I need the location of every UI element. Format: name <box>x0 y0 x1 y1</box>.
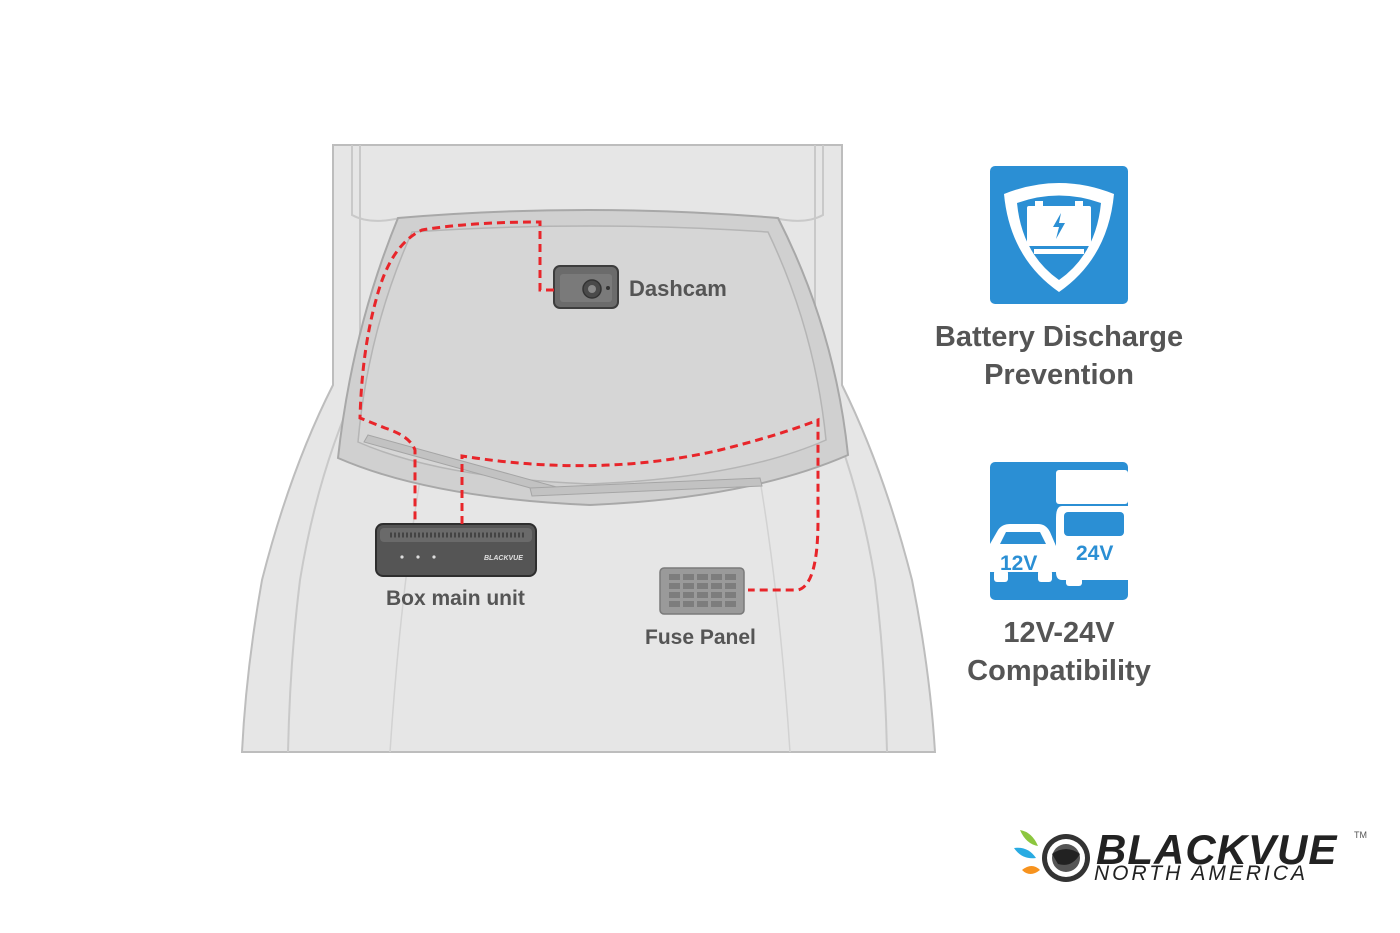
fuse-cell <box>669 601 680 607</box>
dashcam-label: Dashcam <box>629 276 727 301</box>
hood-line-left <box>389 479 421 753</box>
wire-dashcam <box>358 220 554 524</box>
box-main-unit-label: Box main unit <box>386 587 525 610</box>
battery-shield-icon <box>990 166 1128 304</box>
logo-trademark: TM <box>1354 830 1367 840</box>
fuse-cell <box>669 583 680 589</box>
fuse-cell <box>697 574 708 580</box>
car-a-pillar-right <box>774 145 824 222</box>
fuse-cell <box>683 583 694 589</box>
fuse-cell <box>725 592 736 598</box>
logo-subtitle: NORTH AMERICA <box>1094 862 1309 885</box>
fuse-cell <box>683 574 694 580</box>
voltage-feature-caption: 12V-24V Compatibility <box>909 614 1209 690</box>
fuse-cell <box>711 601 722 607</box>
wire-power <box>460 417 820 592</box>
fuse-cell <box>697 583 708 589</box>
fuse-cell <box>697 592 708 598</box>
fuse-cell <box>669 574 680 580</box>
dashcam-device <box>553 265 619 309</box>
fuse-cell <box>683 592 694 598</box>
windshield-inner <box>357 225 827 485</box>
voltage-feature-line2: Compatibility <box>967 655 1151 687</box>
fuse-cell <box>711 583 722 589</box>
hood-line-right <box>759 479 791 753</box>
car-a-pillar-left <box>351 145 401 222</box>
fuse-cell <box>725 601 736 607</box>
fuse-cell <box>697 601 708 607</box>
logo-wordmark: BLACKVUE <box>1096 826 1338 873</box>
battery-feature-caption: Battery Discharge Prevention <box>909 318 1209 394</box>
fuse-cell <box>669 592 680 598</box>
fuse-cell <box>725 583 736 589</box>
battery-feature-line2: Prevention <box>984 359 1134 391</box>
battery-feature-line1: Battery Discharge <box>934 321 1184 353</box>
badge-24v: 24V <box>1076 542 1113 565</box>
box-main-unit-device: BLACKVUE <box>375 523 537 577</box>
voltage-feature-line1: 12V-24V <box>1003 617 1115 649</box>
fuse-cell <box>725 574 736 580</box>
wiring <box>358 220 820 592</box>
fuse-cell <box>683 601 694 607</box>
badge-12v: 12V <box>1000 552 1037 575</box>
fuse-cell <box>711 592 722 598</box>
fuse-panel-label: Fuse Panel <box>645 626 756 649</box>
fuse-panel-device <box>659 567 745 615</box>
blackvue-logo-icon <box>1014 830 1090 882</box>
wiper-right <box>529 477 763 497</box>
vehicles-12v-24v-icon: 12V 24V <box>990 462 1128 600</box>
car-side-line-left <box>287 145 361 753</box>
fuse-cell <box>711 574 722 580</box>
box-unit-brand: BLACKVUE <box>484 555 523 562</box>
